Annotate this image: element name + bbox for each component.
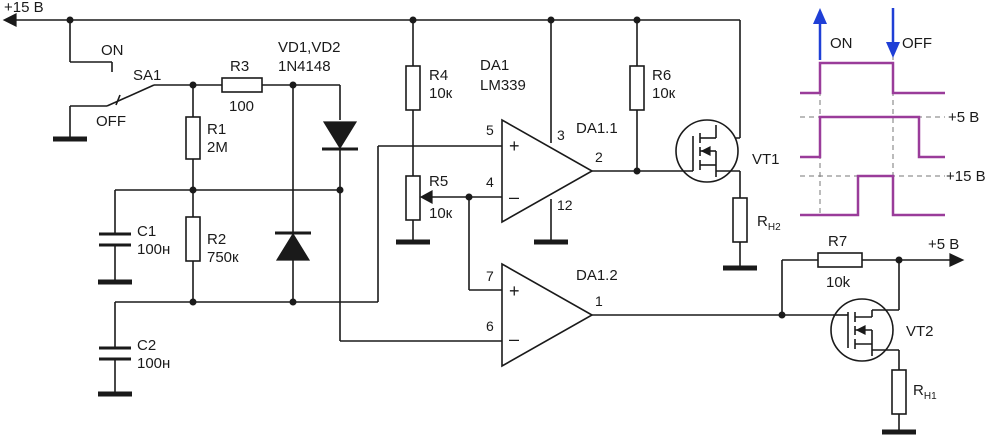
pin-4-label: 4 (486, 174, 494, 190)
rh1-label: RH1 (913, 382, 937, 402)
switch-off-label: OFF (96, 113, 126, 130)
timing-15v-label: +15 В (946, 168, 986, 185)
r6-value: 10к (652, 85, 676, 102)
c1-name: C1 (137, 223, 156, 240)
trace-15v (800, 174, 945, 217)
r1-name: R1 (207, 121, 226, 138)
diodes-value: 1N4148 (278, 58, 331, 75)
da1-1-minus-sign: – (509, 187, 519, 207)
vt1-name: VT1 (752, 151, 780, 168)
da1-1-name: DA1.1 (576, 120, 618, 137)
c1-value: 100н (137, 241, 170, 258)
timing-on-label: ON (830, 35, 853, 52)
pin-7-label: 7 (486, 268, 494, 284)
trace-switch (800, 61, 945, 95)
r2-value: 750к (207, 249, 239, 266)
resistor-r4 (405, 20, 421, 176)
pin-12-label: 12 (557, 197, 573, 213)
da1-2-plus-sign: + (509, 281, 520, 301)
output-5v-label: +5 В (928, 236, 959, 253)
resistor-r7 (781, 252, 965, 315)
resistor-r6 (629, 20, 645, 171)
r7-value: 10k (826, 274, 851, 291)
switch-on-label: ON (101, 42, 124, 59)
pin-3-label: 3 (557, 127, 565, 143)
comparator-da1-2 (501, 262, 833, 368)
supply-voltage-label: +15 В (4, 0, 44, 16)
capacitor-c2 (98, 302, 132, 397)
r7-name: R7 (828, 233, 847, 250)
diodes-name: VD1,VD2 (278, 39, 341, 56)
pin-6-label: 6 (486, 318, 494, 334)
r3-value: 100 (229, 98, 254, 115)
vt2-name: VT2 (906, 323, 934, 340)
rh2-label: RH2 (757, 213, 781, 233)
pin-1-label: 1 (595, 293, 603, 309)
r4-name: R4 (429, 67, 448, 84)
diode-vd2 (275, 85, 311, 306)
da1-2-minus-sign: – (509, 329, 519, 349)
c2-value: 100н (137, 355, 170, 372)
da1-2-name: DA1.2 (576, 267, 618, 284)
potentiometer-r5 (396, 175, 502, 245)
r1-value: 2M (207, 139, 228, 156)
transistor-vt2 (830, 260, 916, 435)
r4-value: 10к (429, 85, 453, 102)
r3-name: R3 (230, 58, 249, 75)
c2-name: C2 (137, 337, 156, 354)
resistor-r3 (189, 77, 340, 93)
diode-vd1 (322, 85, 358, 341)
resistor-r2 (185, 216, 201, 306)
r5-value: 10к (429, 205, 453, 222)
capacitor-c1 (98, 190, 132, 285)
resistor-r1 (185, 85, 201, 217)
r6-name: R6 (652, 67, 671, 84)
timing-5v-label: +5 В (948, 109, 979, 126)
da1-value: LM339 (480, 77, 526, 94)
timing-off-label: OFF (902, 35, 932, 52)
r2-name: R2 (207, 231, 226, 248)
pin-2-label: 2 (595, 149, 603, 165)
pin-5-label: 5 (486, 122, 494, 138)
switch-sa1 (53, 20, 222, 142)
timing-diagram (800, 8, 945, 217)
off-arrow-icon (886, 8, 900, 58)
da1-name: DA1 (480, 57, 509, 74)
da1-1-plus-sign: + (509, 136, 520, 156)
switch-name-label: SA1 (133, 67, 161, 84)
r5-name: R5 (429, 173, 448, 190)
transistor-vt1 (675, 119, 757, 271)
trace-5v (800, 115, 945, 159)
on-arrow-icon (813, 8, 827, 60)
comparator-da1-1 (501, 20, 676, 245)
